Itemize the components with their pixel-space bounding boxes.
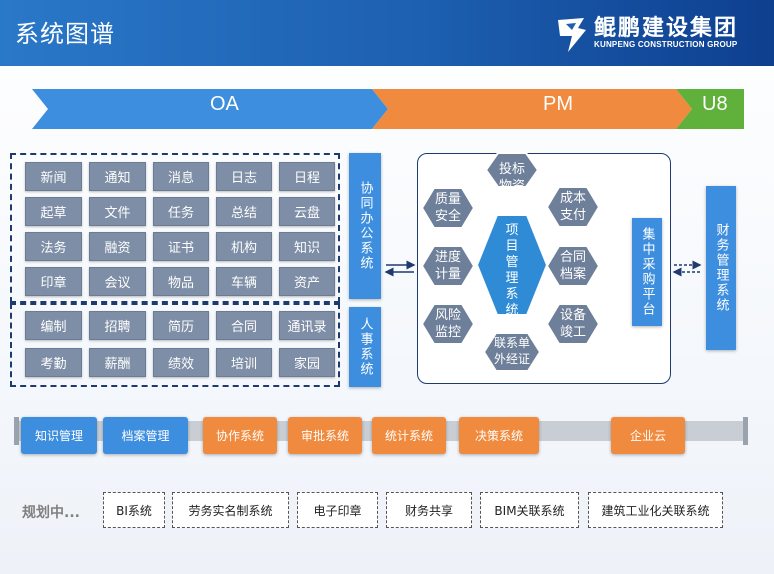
flow-arrows xyxy=(32,89,744,129)
oa-module-box: 消息 xyxy=(153,162,209,191)
oa-module-box: 融资 xyxy=(89,232,146,261)
oa-module-box: 会议 xyxy=(89,267,146,296)
oa-module-box: 薪酬 xyxy=(89,348,146,377)
oa-module-box: 证书 xyxy=(153,232,209,261)
planning-item: 劳务实名制系统 xyxy=(172,492,289,528)
logo-name: 鲲鹏建设集团 xyxy=(594,16,739,41)
collab-office-label: 协同办公系统 xyxy=(357,181,373,271)
u8-arrow-label: U8 xyxy=(702,93,728,115)
oa-arrow-label: OA xyxy=(210,93,239,115)
oa-module-box: 通讯录 xyxy=(279,311,335,340)
oa-module-box: 家园 xyxy=(279,348,335,377)
oa-module-box: 知识 xyxy=(279,232,335,261)
module-pill: 统计系统 xyxy=(372,417,446,454)
hex-risk-monitor-label: 风险 监控 xyxy=(434,308,461,340)
module-pill: 知识管理 xyxy=(21,417,97,454)
u8-arrow-shape xyxy=(676,89,744,129)
company-logo: 鲲鹏建设集团 KUNPENG CONSTRUCTION GROUP xyxy=(556,12,756,56)
planning-item: 建筑工业化关联系统 xyxy=(588,492,723,528)
finance-system-label: 财务管理系统 xyxy=(713,223,729,313)
hex-contract-archive-label: 合同 档案 xyxy=(559,250,586,282)
oa-module-box: 培训 xyxy=(216,348,272,377)
oa-module-box: 机构 xyxy=(216,232,272,261)
module-pill: 档案管理 xyxy=(103,417,188,454)
oa-module-box: 招聘 xyxy=(89,311,146,340)
planning-item: 电子印章 xyxy=(297,492,378,528)
planning-label: 规划中... xyxy=(22,505,80,521)
planning-item: BIM关联系统 xyxy=(480,492,579,528)
planning-item: BI系统 xyxy=(103,492,165,528)
oa-module-box: 文件 xyxy=(89,197,146,226)
hex-contact-cert-label: 联系单 外经证 xyxy=(493,336,530,366)
oa-module-box: 编制 xyxy=(25,311,82,340)
header-bar: 系统图谱 鲲鹏建设集团 KUNPENG CONSTRUCTION GROUP xyxy=(0,0,774,66)
hex-equipment-complete-label: 设备 竣工 xyxy=(559,308,586,340)
oa-module-box: 日程 xyxy=(279,162,335,191)
oa-module-box: 印章 xyxy=(25,267,82,296)
module-bar-right-cap xyxy=(743,417,748,445)
central-purchase-label: 集中采购平台 xyxy=(639,227,655,317)
hex-progress-measure-label: 进度 计量 xyxy=(434,250,461,282)
module-pill: 决策系统 xyxy=(459,417,539,454)
oa-module-box: 考勤 xyxy=(25,348,82,377)
oa-module-box: 云盘 xyxy=(279,197,335,226)
oa-hr-frame xyxy=(10,303,340,387)
module-bar-left-cap xyxy=(14,417,19,445)
module-pill: 审批系统 xyxy=(288,417,362,454)
oa-module-box: 法务 xyxy=(25,232,82,261)
central-purchase-box: 集中采购平台 xyxy=(632,218,662,326)
oa-module-box: 绩效 xyxy=(153,348,209,377)
oa-collab-frame xyxy=(10,153,340,303)
logo-subtitle: KUNPENG CONSTRUCTION GROUP xyxy=(594,40,738,49)
pm-arrow-label: PM xyxy=(543,93,573,115)
oa-module-box: 通知 xyxy=(89,162,146,191)
planning-item: 财务共享 xyxy=(386,492,472,528)
oa-module-box: 简历 xyxy=(153,311,209,340)
oa-module-box: 物品 xyxy=(153,267,209,296)
module-pill: 企业云 xyxy=(611,417,685,454)
hr-system-label: 人事系统 xyxy=(357,317,373,377)
oa-module-box: 车辆 xyxy=(216,267,272,296)
module-pill: 协作系统 xyxy=(203,417,277,454)
hex-cost-payment-label: 成本 支付 xyxy=(559,191,586,223)
hex-quality-safety-label: 质量 安全 xyxy=(434,192,461,224)
oa-module-box: 资产 xyxy=(279,267,335,296)
oa-module-box: 总结 xyxy=(216,197,272,226)
oa-module-box: 日志 xyxy=(216,162,272,191)
hr-system-box: 人事系统 xyxy=(349,307,381,387)
oa-module-box: 合同 xyxy=(216,311,272,340)
oa-module-box: 新闻 xyxy=(25,162,82,191)
oa-module-box: 起草 xyxy=(25,197,82,226)
page-title: 系统图谱 xyxy=(15,20,115,48)
hex-project-mgmt-label: 项目管理系统 xyxy=(505,223,519,318)
collab-office-system-box: 协同办公系统 xyxy=(349,153,381,299)
finance-system-box: 财务管理系统 xyxy=(706,186,736,350)
hex-bid-materials-label: 投标 物资 xyxy=(498,162,525,194)
oa-module-box: 任务 xyxy=(153,197,209,226)
pm-arrow-shape xyxy=(372,89,692,129)
oa-arrow-shape xyxy=(32,89,388,129)
kunpeng-logo-icon xyxy=(558,18,586,52)
